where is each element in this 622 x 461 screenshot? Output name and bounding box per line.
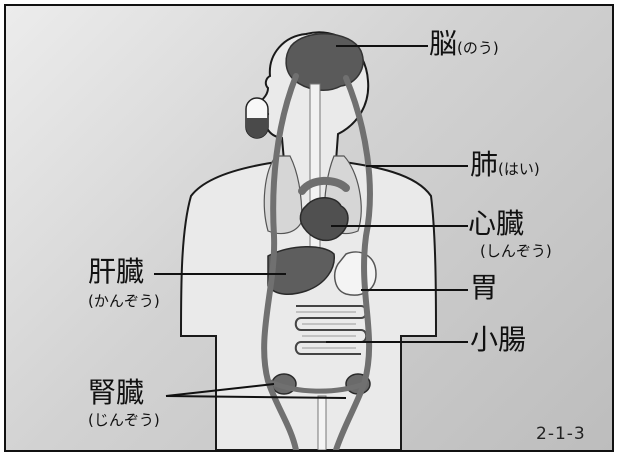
label-brain: 脳(のう) — [429, 30, 499, 58]
label-brain-reading: (のう) — [457, 39, 499, 57]
diagram-frame: 脳(のう) 肺(はい) 心臓 (しんぞう) 肝臓 (かんぞう) 胃 小腸 腎臓 … — [4, 4, 614, 452]
label-liver-reading: (かんぞう) — [88, 294, 160, 309]
label-heart: 心臓 (しんぞう) — [468, 210, 552, 259]
label-liver: 肝臓 (かんぞう) — [88, 258, 160, 309]
label-lung-reading: (はい) — [498, 160, 540, 178]
label-kidney: 腎臓 (じんぞう) — [88, 379, 160, 428]
label-lung: 肺(はい) — [470, 151, 540, 179]
label-brain-main: 脳 — [429, 27, 457, 60]
ureter-bladder — [318, 396, 326, 450]
capsule-icon — [246, 98, 268, 138]
label-liver-main: 肝臓 — [88, 258, 160, 286]
label-small-intestine: 小腸 — [470, 326, 526, 354]
brain-shape — [286, 34, 363, 90]
label-stomach-main: 胃 — [470, 271, 498, 304]
label-small-intestine-main: 小腸 — [470, 323, 526, 356]
label-kidney-main: 腎臓 — [88, 379, 160, 407]
label-stomach: 胃 — [470, 274, 498, 302]
body-outline — [181, 32, 436, 450]
label-heart-main: 心臓 — [468, 210, 552, 238]
figure-number: 2-1-3 — [536, 424, 586, 444]
label-kidney-reading: (じんぞう) — [88, 413, 160, 428]
label-lung-main: 肺 — [470, 148, 498, 181]
label-heart-reading: (しんぞう) — [480, 244, 552, 259]
